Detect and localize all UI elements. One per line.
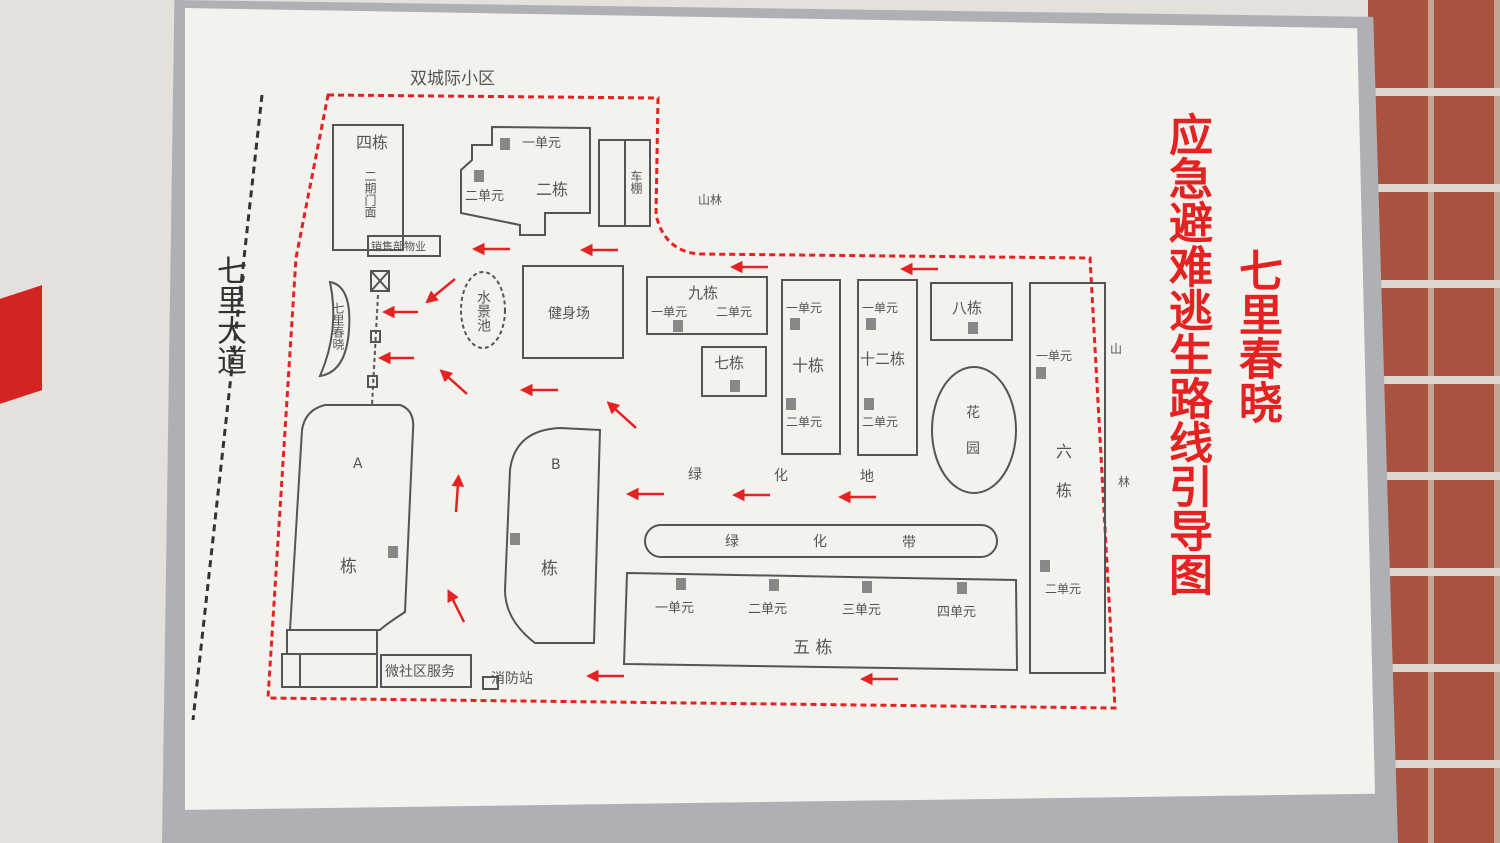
bldg4-name: 四栋 — [356, 133, 388, 152]
community-service — [380, 654, 472, 688]
boundary — [266, 93, 1117, 710]
bldgB-name-1: B — [551, 457, 561, 473]
pool-label: 水景池 — [475, 290, 491, 332]
gate-sign-label: 七里春晓 — [331, 302, 345, 350]
bldgA-name-2: 栋 — [340, 557, 357, 577]
gate-sign — [318, 280, 351, 378]
bldg9-unit1: 一单元 — [651, 305, 687, 319]
building-A — [288, 404, 415, 631]
bldgB-name-2: 栋 — [541, 559, 558, 579]
bldg5-unit1: 一单元 — [655, 601, 694, 616]
bldg12-name: 十二栋 — [860, 350, 905, 368]
building-12 — [857, 279, 918, 456]
carport-label: 车棚 — [629, 169, 643, 195]
building-B — [503, 426, 602, 644]
gate-box — [370, 270, 390, 292]
green-belt — [644, 524, 998, 558]
garden-label-1: 花 — [966, 405, 980, 421]
bldg6-unit1: 一单元 — [1036, 349, 1072, 363]
map-title: 应急避难逃生路线引导图 — [1161, 112, 1212, 596]
bldg5-name: 五 栋 — [793, 638, 832, 658]
evacuation-arrows — [378, 242, 938, 686]
bldg4-sub: 二期门面 — [363, 170, 377, 218]
road-line — [191, 94, 264, 721]
bldg10-unit1: 一单元 — [786, 301, 822, 315]
building-4 — [332, 124, 441, 257]
bldgA-name-1: A — [353, 456, 363, 472]
building-10 — [781, 279, 841, 455]
green-label-3: 地 — [860, 469, 874, 485]
bldg6-name-2: 栋 — [1056, 481, 1072, 500]
garden — [931, 366, 1017, 494]
gym-label: 健身场 — [548, 306, 590, 322]
bldg2-name: 二栋 — [536, 180, 568, 199]
pool — [460, 271, 506, 349]
north-neighborhood: 双城际小区 — [410, 69, 495, 89]
bldg5-unit2: 二单元 — [748, 602, 787, 617]
bldg9-unit2: 二单元 — [716, 305, 752, 319]
building-6 — [1029, 282, 1106, 674]
gym — [522, 265, 624, 359]
garden-label-2: 园 — [966, 441, 980, 457]
belt-label-2: 化 — [813, 534, 827, 550]
bldg10-name: 十栋 — [792, 356, 824, 375]
bldg9-name: 九栋 — [688, 284, 718, 302]
building-5 — [622, 571, 1019, 672]
bldg7-name: 七栋 — [714, 354, 744, 372]
east-forest-1: 山 — [1110, 342, 1122, 356]
bldg12-unit1: 一单元 — [862, 301, 898, 315]
west-road-label: 七里大道 — [211, 255, 269, 375]
building-7 — [701, 346, 767, 397]
bldg5-unit3: 三单元 — [842, 603, 881, 618]
bldg6-unit2: 二单元 — [1045, 582, 1081, 596]
building-9 — [646, 276, 768, 335]
bldg12-unit2: 二单元 — [862, 415, 898, 429]
green-label-2: 化 — [774, 468, 788, 484]
belt-label-1: 绿 — [725, 534, 739, 550]
belt-label-3: 带 — [902, 535, 916, 551]
community-name: 七里春晓 — [1231, 248, 1282, 424]
fire-label: 消防站 — [491, 671, 533, 687]
bldg2-unit2: 二单元 — [465, 189, 504, 204]
fire-station — [482, 676, 499, 690]
community-label: 微社区服务 — [385, 664, 455, 680]
north-forest: 山林 — [698, 193, 722, 207]
map-board — [185, 8, 1375, 810]
unit-markers — [388, 138, 1050, 594]
bldg2-unit1: 一单元 — [522, 136, 561, 151]
bldg8-name: 八栋 — [952, 299, 982, 317]
building-2 — [460, 125, 591, 236]
bldg10-unit2: 二单元 — [786, 415, 822, 429]
green-label-1: 绿 — [688, 467, 702, 483]
sales-office: 销售部物业 — [371, 239, 426, 253]
carport — [598, 139, 651, 227]
bldg6-name-1: 六 — [1056, 442, 1072, 461]
bldg5-unit4: 四单元 — [937, 605, 976, 620]
building-8 — [930, 282, 1013, 341]
east-forest-2: 林 — [1118, 475, 1130, 489]
